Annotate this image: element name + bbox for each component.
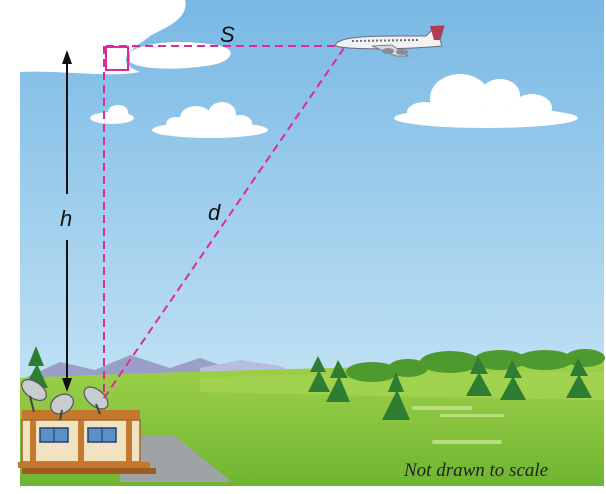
label-h: h [60,206,72,231]
note-not-to-scale: Not drawn to scale [403,460,548,481]
grass-strips [412,406,504,444]
tree-line [346,349,605,382]
cloud-center [152,102,268,138]
label-S: S [220,22,235,47]
height-arrow [62,50,72,392]
radar-station-icon [18,410,156,474]
cloud-large [20,0,186,75]
satellite-dish-icon [21,379,109,421]
cloud-right [394,74,578,128]
slant-segment [103,47,345,399]
airplane-icon [335,25,445,57]
dashed-triangle [103,45,345,399]
cloud-left [90,105,134,124]
right-angle-marker [105,46,129,71]
label-d: d [208,200,221,225]
conifers [24,346,592,420]
